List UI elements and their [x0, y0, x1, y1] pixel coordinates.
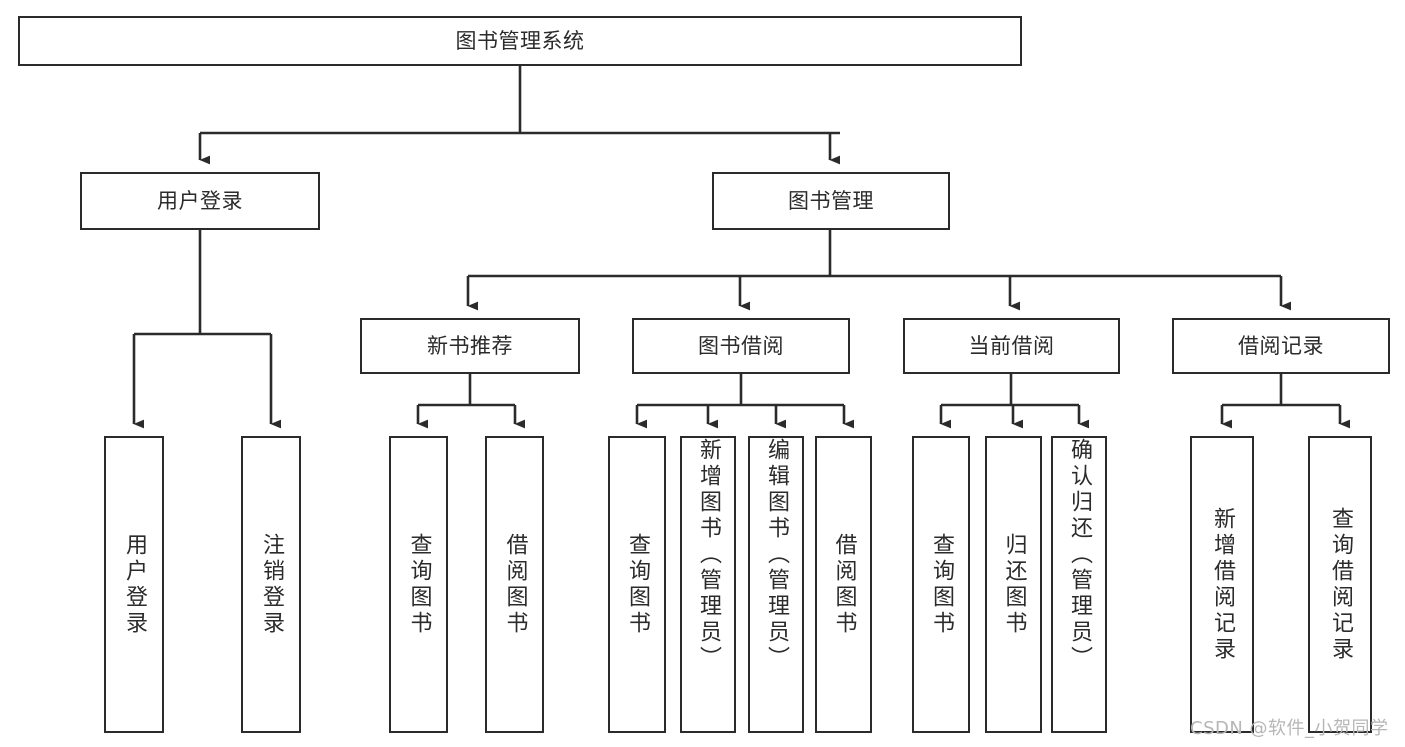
- root-to-level2-edges: [198, 66, 840, 165]
- node-book-borrow-label: 图书借阅: [698, 333, 784, 358]
- node-root-label: 图书管理系统: [455, 28, 585, 53]
- borrow-record-to-leaves-edges: [1220, 374, 1350, 429]
- node-new-book-rec-label: 新书推荐: [427, 333, 513, 358]
- node-new-book-rec[interactable]: 新书推荐: [360, 318, 580, 374]
- node-current-borrow[interactable]: 当前借阅: [903, 318, 1120, 374]
- node-leaf-borrow-book-2[interactable]: 借阅图书: [815, 436, 872, 733]
- node-leaf-logout[interactable]: 注销登录: [241, 436, 301, 733]
- node-borrow-record[interactable]: 借阅记录: [1172, 318, 1390, 374]
- node-user-login[interactable]: 用户登录: [80, 172, 320, 230]
- node-leaf-confirm-return[interactable]: 确认归还（管理员）: [1051, 436, 1107, 733]
- node-current-borrow-label: 当前借阅: [968, 333, 1055, 358]
- node-leaf-return-book[interactable]: 归还图书: [985, 436, 1042, 733]
- node-leaf-user-login-label: 用户登录: [122, 532, 147, 637]
- book-borrow-to-leaves-edges: [635, 374, 854, 429]
- node-leaf-confirm-return-label: 确认归还（管理员）: [1067, 438, 1092, 672]
- node-leaf-borrow-book-1[interactable]: 借阅图书: [485, 436, 544, 733]
- node-root[interactable]: 图书管理系统: [18, 16, 1022, 66]
- node-leaf-user-login[interactable]: 用户登录: [104, 436, 164, 733]
- new-book-rec-to-leaves-edges: [416, 374, 525, 429]
- node-leaf-query-book-1[interactable]: 查询图书: [389, 436, 448, 733]
- node-leaf-borrow-book-2-label: 借阅图书: [831, 532, 857, 637]
- node-leaf-logout-label: 注销登录: [259, 532, 284, 637]
- node-leaf-return-book-label: 归还图书: [1001, 532, 1027, 637]
- node-book-manage[interactable]: 图书管理: [712, 172, 950, 230]
- node-leaf-query-book-2[interactable]: 查询图书: [608, 436, 666, 733]
- node-book-borrow[interactable]: 图书借阅: [632, 318, 850, 374]
- node-leaf-query-book-1-label: 查询图书: [406, 532, 432, 637]
- csdn-watermark: CSDN @软件_小贺同学: [1190, 718, 1389, 739]
- node-leaf-borrow-book-1-label: 借阅图书: [502, 532, 528, 637]
- node-leaf-query-book-3[interactable]: 查询图书: [912, 436, 970, 733]
- node-leaf-add-book[interactable]: 新增图书（管理员）: [680, 436, 736, 733]
- node-user-login-label: 用户登录: [157, 188, 243, 213]
- node-leaf-query-book-2-label: 查询图书: [625, 532, 650, 637]
- node-leaf-query-book-3-label: 查询图书: [929, 532, 954, 637]
- node-leaf-edit-book[interactable]: 编辑图书（管理员）: [748, 436, 804, 733]
- node-leaf-query-record-label: 查询借阅记录: [1328, 506, 1353, 663]
- current-borrow-to-leaves-edges: [939, 374, 1089, 429]
- book-manage-to-level3-edges: [466, 230, 1291, 311]
- node-borrow-record-label: 借阅记录: [1238, 333, 1324, 358]
- node-leaf-add-record-label: 新增借阅记录: [1210, 506, 1235, 663]
- node-leaf-add-book-label: 新增图书（管理员）: [696, 438, 721, 672]
- node-book-manage-label: 图书管理: [788, 188, 874, 213]
- node-leaf-add-record[interactable]: 新增借阅记录: [1190, 436, 1254, 733]
- user-login-to-leaves-edges: [132, 230, 281, 429]
- node-leaf-query-record[interactable]: 查询借阅记录: [1308, 436, 1372, 733]
- node-leaf-edit-book-label: 编辑图书（管理员）: [764, 438, 789, 672]
